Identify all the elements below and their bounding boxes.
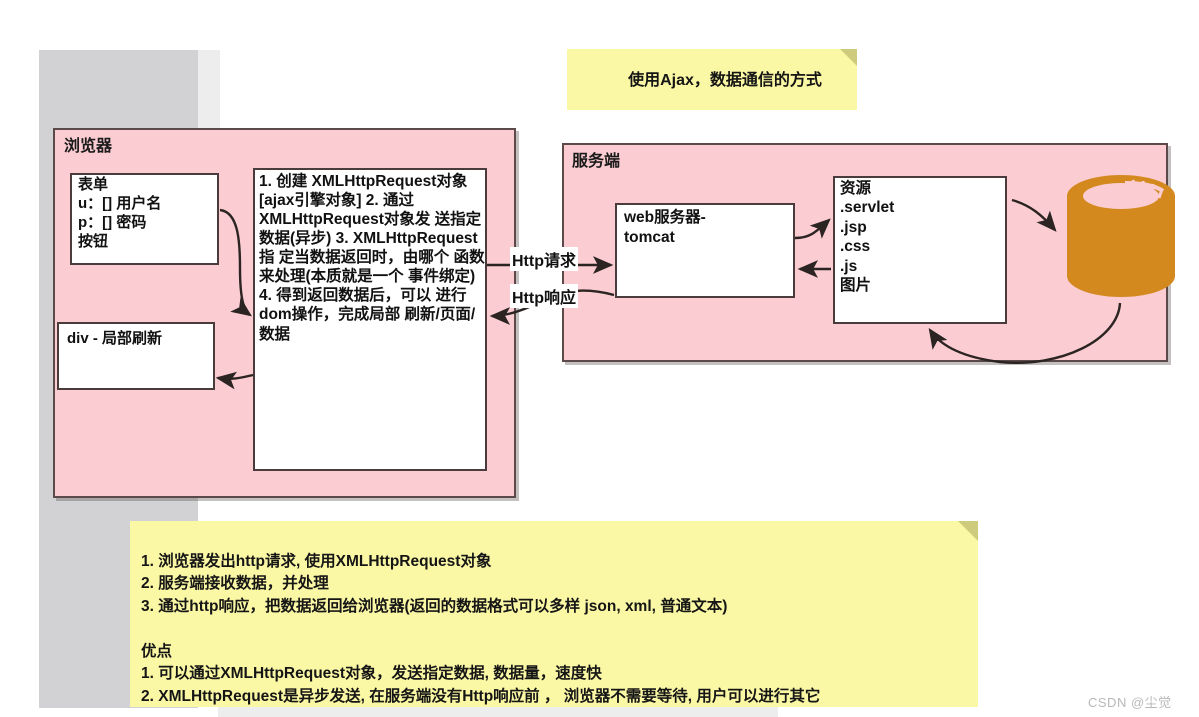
steps-box-text: 1. 创建 XMLHttpRequest对象 [ajax引擎对象] 2. 通过 … [259, 173, 485, 343]
title-note-text: 使用Ajax，数据通信的方式 [628, 72, 822, 89]
summary-note-fold-icon [958, 521, 978, 541]
summary-note [130, 521, 978, 707]
csdn-watermark: CSDN @尘觉 [1088, 695, 1172, 710]
div-box-label: div - 局部刷新 [67, 330, 163, 347]
database-cylinder-icon [1063, 170, 1179, 303]
web-server-box [615, 203, 795, 298]
resource-box-text: 资源 .servlet .jsp .css .js 图片 [840, 180, 895, 294]
summary-note-text: 1. 浏览器发出http请求, 使用XMLHttpRequest对象 2. 服务… [141, 553, 821, 705]
http-request-label: Http请求 [510, 247, 578, 271]
title-note [567, 49, 857, 110]
server-panel-title: 服务端 [572, 153, 621, 170]
steps-box [253, 168, 487, 471]
http-response-label: Http响应 [510, 284, 578, 308]
browser-panel-title: 浏览器 [64, 138, 113, 155]
div-box [57, 322, 215, 390]
form-box-text: 表单 u：[] 用户名 p：[] 密码 按钮 [78, 176, 162, 250]
title-note-fold-icon [840, 49, 857, 66]
web-server-box-text: web服务器- tomcat [624, 209, 706, 247]
form-box [70, 173, 219, 265]
resource-box [833, 176, 1007, 324]
